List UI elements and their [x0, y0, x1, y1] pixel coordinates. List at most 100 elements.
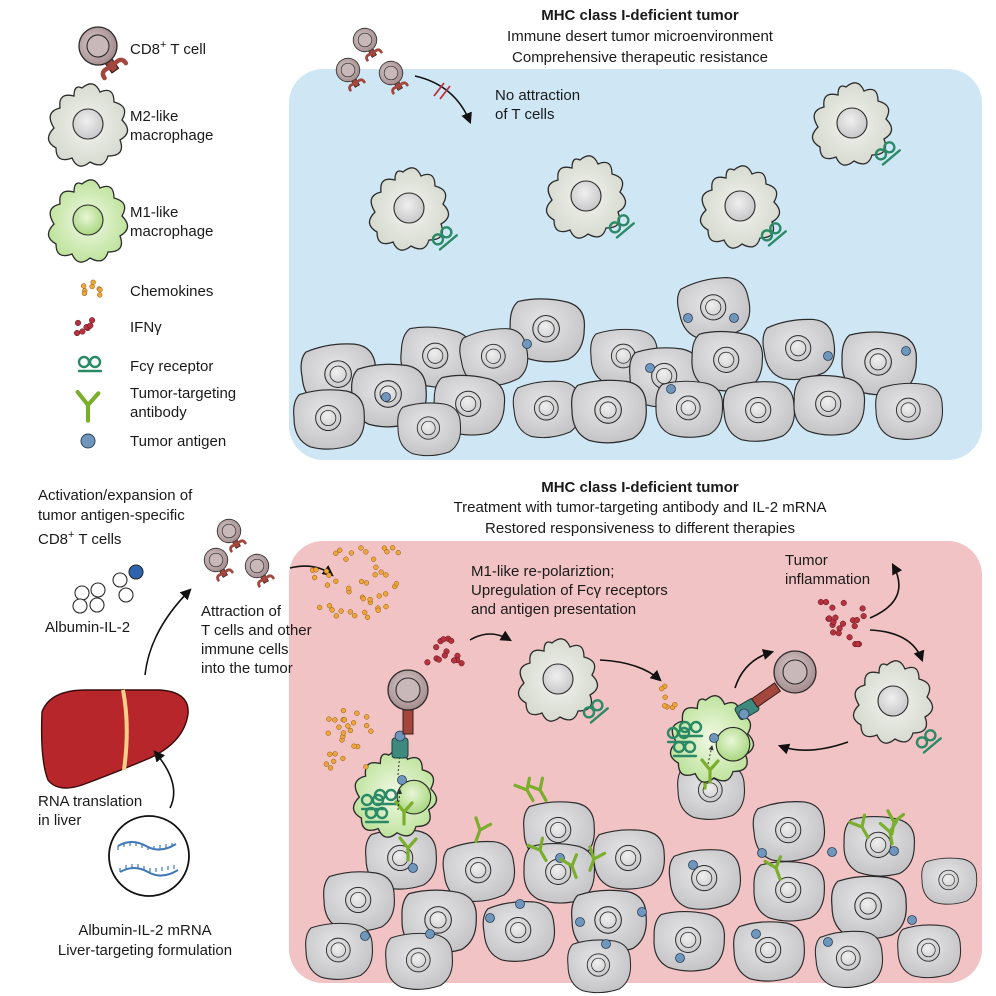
tumor-cell: [921, 857, 978, 905]
chemokine-dot: [662, 694, 668, 700]
chemokine-dot: [341, 717, 348, 723]
bottom-tumor-inflammation-line1: Tumor: [785, 552, 828, 569]
legend-m2-macrophage-icon: [48, 84, 127, 166]
legend-cd8-label: CD8+ T cell: [130, 39, 206, 58]
top-tcell-group: [330, 22, 412, 97]
ifng-dot: [839, 620, 847, 627]
chemokine-dot: [363, 764, 369, 770]
top-no-attraction-line1: No attraction: [495, 87, 581, 104]
tumor-cell: [721, 379, 797, 444]
top-blocked-arrow: [414, 75, 472, 125]
legend-m2-label-line2: macrophage: [130, 127, 214, 144]
tumor-antigen: [827, 847, 837, 857]
left-rna-translation-line1: RNA translation: [38, 793, 143, 810]
ifng-dot: [424, 659, 431, 666]
chemokine-dot: [337, 547, 343, 553]
bottom-right-ifng: [817, 599, 867, 648]
tumor-antigen: [757, 848, 767, 858]
chemokine-dot: [311, 574, 318, 581]
tumor-antigen: [425, 929, 435, 939]
ifng-dot: [89, 317, 96, 324]
chemokine-dot: [346, 585, 352, 591]
chemokine-dot: [340, 730, 347, 736]
chemokine-dot: [97, 292, 103, 298]
tumor-cell: [593, 829, 665, 890]
chemokine-dot: [363, 580, 370, 586]
chemokine-dot: [389, 545, 396, 551]
tumor-antigen: [907, 915, 917, 925]
chemokine-dot: [358, 545, 364, 551]
tumor-antigen: [360, 931, 370, 941]
chemokine-dot: [332, 751, 338, 757]
chemokine-dot: [370, 556, 377, 562]
chemokine-dot: [323, 761, 330, 767]
chemokine-dot: [348, 550, 355, 556]
chemokine-dot: [364, 714, 370, 720]
tumor-cell: [760, 315, 839, 384]
ifng-dot: [74, 319, 82, 326]
legend-cd8-tcell-icon: [72, 20, 131, 82]
ifng-dot: [832, 614, 839, 621]
tumor-cell: [397, 402, 462, 457]
bottom-tumor-inflammation-line2: inflammation: [785, 571, 871, 588]
chemokine-dot: [332, 717, 338, 723]
chemokine-cloud: [309, 545, 401, 621]
tumor-cell: [293, 389, 365, 450]
left-tcell-group: [198, 513, 278, 590]
legend-fc-receptor-label: Fcγ receptor: [130, 358, 214, 375]
left-activation-line3: CD8+ T cells: [38, 529, 122, 548]
chemokine-dot: [316, 604, 323, 611]
chemokine-dot: [326, 603, 333, 609]
chemokine-dot: [354, 710, 360, 716]
tumor-antigen: [408, 863, 418, 873]
chemokine-dot: [97, 287, 103, 293]
tumor-antigen: [751, 929, 761, 939]
chemokine-dot: [360, 596, 366, 602]
chemokine-dot: [662, 703, 668, 709]
chemokine-dot: [384, 549, 390, 555]
left-attraction-line4: into the tumor: [201, 660, 293, 677]
chemokine-dot: [352, 613, 358, 619]
tumor-antigen: [515, 899, 525, 909]
chemokine-dot: [80, 283, 87, 289]
tumor-cell: [897, 924, 962, 979]
bottom-right-m1-macrophage: [666, 695, 760, 784]
tumor-cell: [733, 921, 805, 982]
left-attraction-line2: T cells and other: [201, 622, 312, 639]
chemokine-dot: [358, 578, 365, 585]
ifng-dot: [441, 652, 448, 659]
ifng-dot: [87, 322, 94, 329]
ifng-dot: [835, 630, 842, 637]
ifng-dot: [840, 599, 847, 606]
left-albumin-il2-label: Albumin-IL-2: [45, 619, 131, 636]
tumor-antigen: [683, 313, 693, 323]
legend-ifng-label: IFNγ: [130, 319, 162, 336]
bottom-title: MHC class I-deficient tumor: [541, 479, 739, 496]
tumor-cell: [831, 875, 907, 940]
chemokine-dot: [363, 549, 369, 555]
chemokine-dot: [395, 549, 401, 556]
tumor-antigen: [522, 339, 532, 349]
ifng-dot: [450, 657, 458, 664]
tumor-cell: [323, 871, 395, 932]
chemokine-dot: [362, 609, 368, 616]
chemokine-dot: [333, 613, 339, 619]
top-title: MHC class I-deficient tumor: [541, 7, 739, 24]
ifng-dot: [829, 604, 836, 611]
top-subtitle-1: Immune desert tumor microenvironment: [507, 28, 773, 45]
top-m2-macrophages: [369, 83, 901, 250]
left-activation-line1: Activation/expansion of: [38, 487, 193, 504]
chemokine-dot: [378, 569, 384, 575]
tumor-cell: [875, 382, 944, 440]
chemokine-dot: [343, 556, 349, 562]
tumor-antigen: [485, 913, 495, 923]
chemokine-dot: [373, 564, 379, 570]
bottom-right-chemokines: [659, 683, 678, 711]
tumor-cell: [650, 908, 727, 975]
tumor-cell: [571, 379, 647, 444]
legend-m1-macrophage-icon: [47, 179, 129, 263]
chemokine-dot: [375, 607, 381, 613]
chemokine-dot: [376, 593, 382, 599]
tumor-antigen: [381, 392, 391, 402]
